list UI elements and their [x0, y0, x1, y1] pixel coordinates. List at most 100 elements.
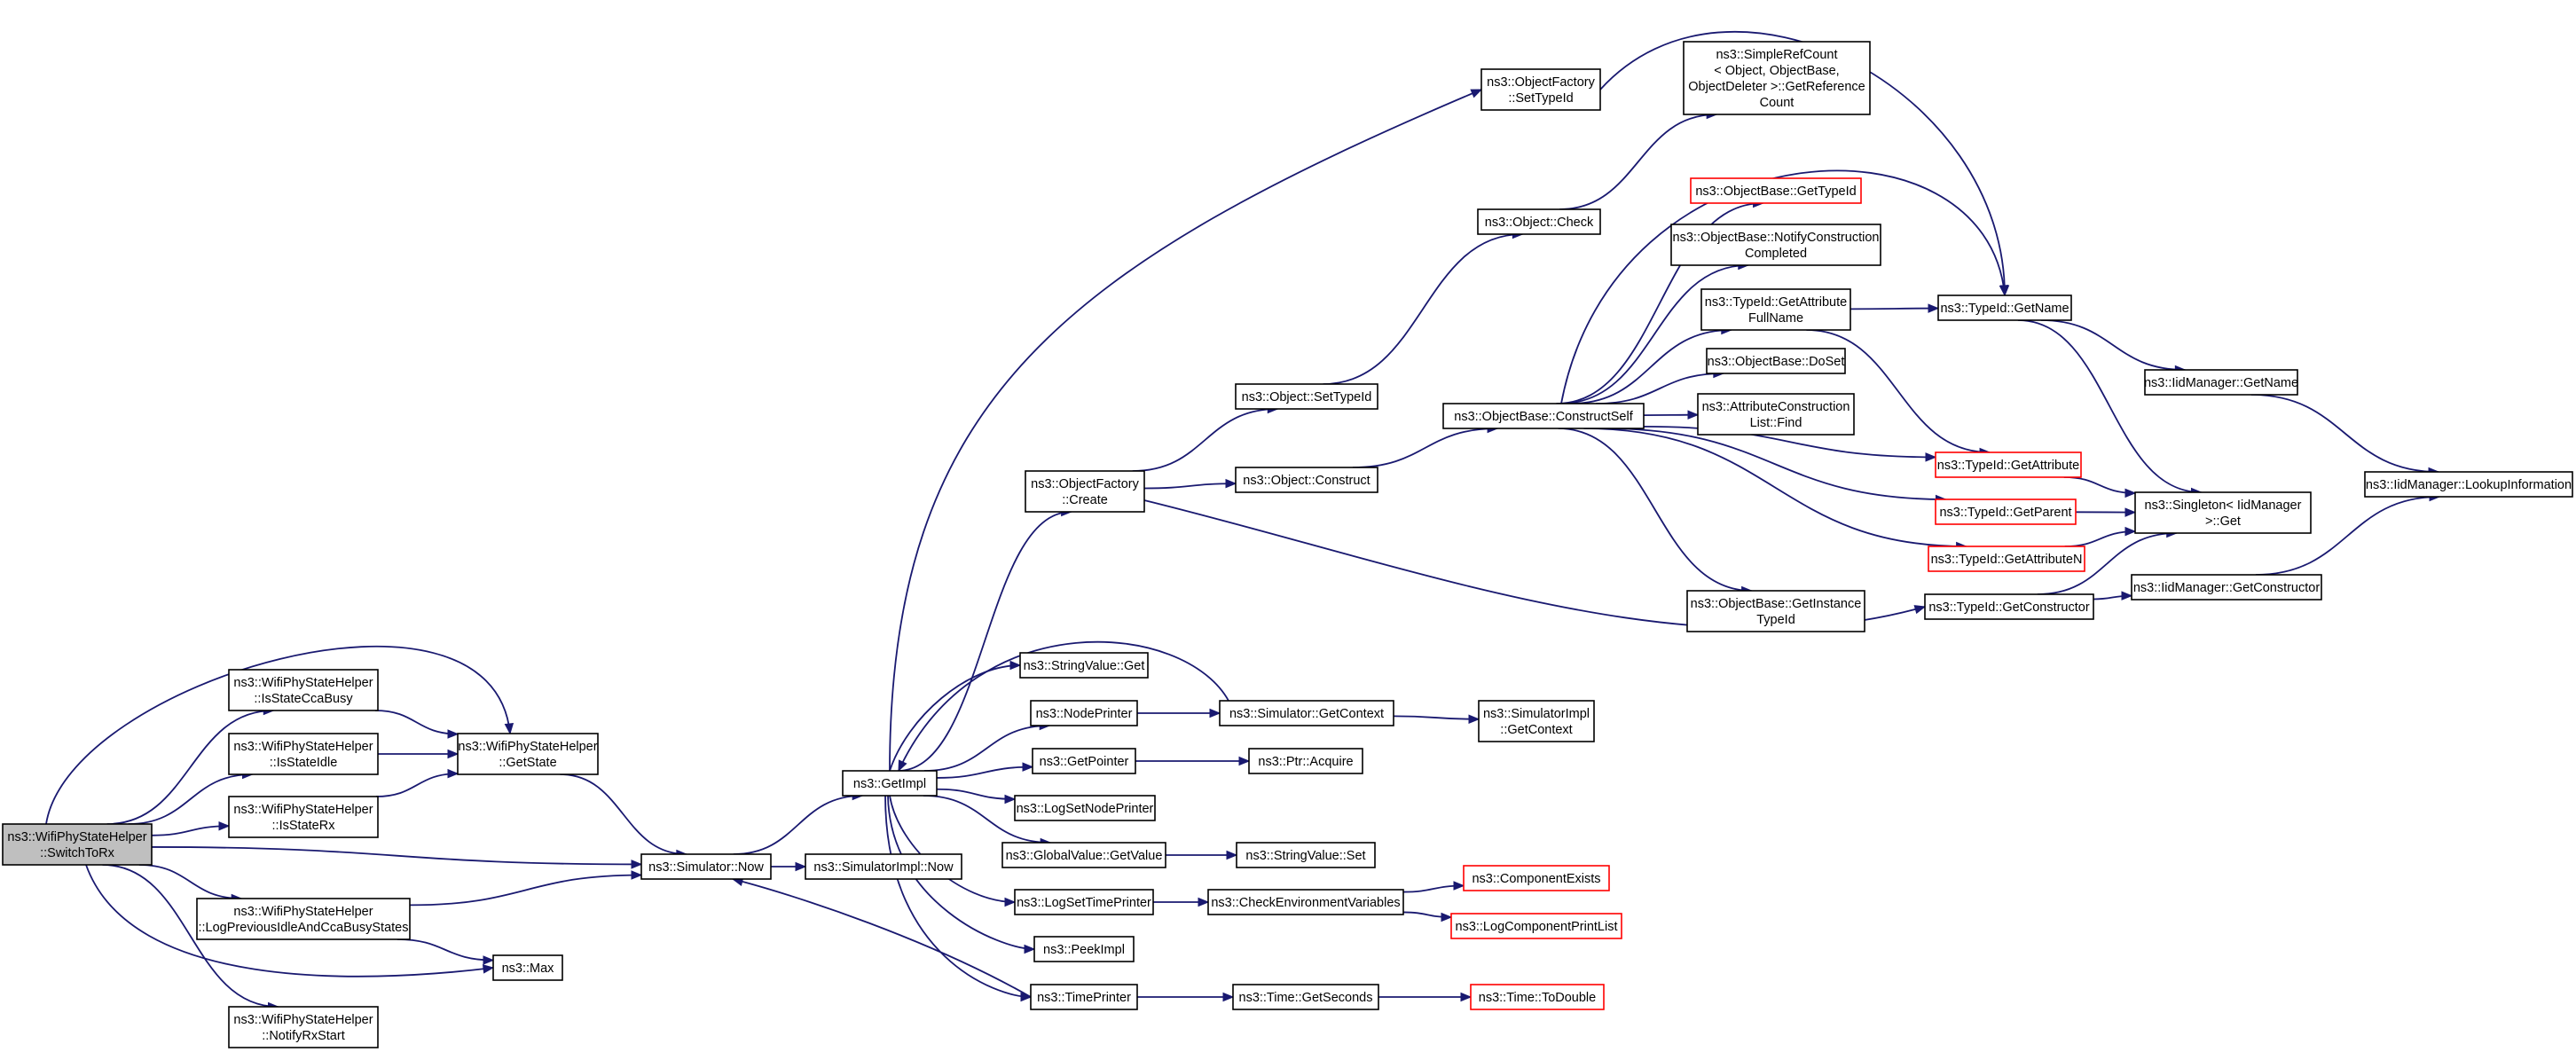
node-box[interactable] — [1700, 288, 1851, 331]
node-box[interactable] — [1463, 865, 1610, 891]
node-tgetname[interactable]: ns3::TypeId::GetName — [1937, 294, 2072, 321]
node-obdoset[interactable]: ns3::ObjectBase::DoSet — [1706, 348, 1846, 374]
node-ccabusy[interactable]: ns3::WifiPhyStateHelper::IsStateCcaBusy — [228, 669, 379, 711]
node-nodeprinter[interactable]: ns3::NodePrinter — [1030, 700, 1138, 726]
node-box[interactable] — [842, 770, 938, 797]
node-box[interactable] — [1706, 348, 1846, 374]
node-box[interactable] — [1219, 700, 1394, 726]
node-ptracquire[interactable]: ns3::Ptr::Acquire — [1248, 748, 1363, 774]
node-box[interactable] — [1032, 748, 1136, 774]
node-obgettypeid[interactable]: ns3::ObjectBase::GetTypeId — [1690, 177, 1862, 204]
node-box[interactable] — [2, 823, 153, 866]
node-box[interactable] — [1033, 936, 1135, 962]
node-box[interactable] — [1935, 451, 2082, 478]
node-box[interactable] — [228, 733, 379, 775]
node-box[interactable] — [2131, 574, 2322, 601]
node-box[interactable] — [1235, 383, 1378, 410]
node-logsettime[interactable]: ns3::LogSetTimePrinter — [1014, 889, 1154, 915]
node-tgetconstructor[interactable]: ns3::TypeId::GetConstructor — [1924, 593, 2094, 620]
node-box[interactable] — [1442, 403, 1645, 429]
node-timeprinter[interactable]: ns3::TimePrinter — [1030, 984, 1138, 1010]
node-box[interactable] — [1236, 842, 1376, 868]
node-tgetattr[interactable]: ns3::TypeId::GetAttribute — [1935, 451, 2082, 478]
node-todouble[interactable]: ns3::Time::ToDouble — [1470, 984, 1605, 1010]
node-box[interactable] — [1683, 41, 1871, 115]
node-box[interactable] — [1001, 842, 1166, 868]
node-box[interactable] — [1019, 652, 1149, 679]
node-box[interactable] — [228, 1006, 379, 1048]
node-logcomplist[interactable]: ns3::LogComponentPrintList — [1450, 913, 1622, 939]
node-box[interactable] — [1235, 467, 1378, 493]
node-box[interactable] — [640, 853, 772, 880]
node-gvgetvalue[interactable]: ns3::GlobalValue::GetValue — [1001, 842, 1166, 868]
node-box[interactable] — [1450, 913, 1622, 939]
node-box[interactable] — [1924, 593, 2094, 620]
node-simplerefcount[interactable]: ns3::SimpleRefCount< Object, ObjectBase,… — [1683, 41, 1871, 115]
node-box[interactable] — [1014, 795, 1156, 821]
node-constructself[interactable]: ns3::ObjectBase::ConstructSelf — [1442, 403, 1645, 429]
node-box[interactable] — [196, 898, 411, 940]
node-box[interactable] — [1478, 700, 1595, 742]
node-box[interactable] — [2134, 491, 2312, 534]
node-box[interactable] — [492, 954, 563, 981]
node-box[interactable] — [2144, 369, 2298, 396]
node-box[interactable] — [1248, 748, 1363, 774]
node-now[interactable]: ns3::Simulator::Now — [640, 853, 772, 880]
node-isrx[interactable]: ns3::WifiPhyStateHelper::IsStateRx — [228, 796, 379, 838]
node-box[interactable] — [1480, 68, 1601, 111]
node-box[interactable] — [1030, 984, 1138, 1010]
node-box[interactable] — [228, 796, 379, 838]
node-box[interactable] — [1928, 546, 2085, 572]
node-iidgetname[interactable]: ns3::IidManager::GetName — [2144, 369, 2298, 396]
node-box[interactable] — [1935, 499, 2077, 525]
node-box[interactable] — [1690, 177, 1862, 204]
node-tgetparent[interactable]: ns3::TypeId::GetParent — [1935, 499, 2077, 525]
node-max[interactable]: ns3::Max — [492, 954, 563, 981]
node-box[interactable] — [805, 853, 962, 880]
node-logprev[interactable]: ns3::WifiPhyStateHelper::LogPreviousIdle… — [196, 898, 411, 940]
node-isidle[interactable]: ns3::WifiPhyStateHelper::IsStateIdle — [228, 733, 379, 775]
node-box[interactable] — [2364, 471, 2573, 498]
node-box[interactable] — [457, 733, 599, 775]
node-box[interactable] — [1686, 590, 1865, 632]
node-tgetattrn[interactable]: ns3::TypeId::GetAttributeN — [1928, 546, 2085, 572]
node-getseconds[interactable]: ns3::Time::GetSeconds — [1232, 984, 1379, 1010]
node-getstate[interactable]: ns3::WifiPhyStateHelper::GetState — [457, 733, 599, 775]
node-objcheck[interactable]: ns3::Object::Check — [1477, 208, 1601, 235]
node-box[interactable] — [228, 669, 379, 711]
node-notifyrx[interactable]: ns3::WifiPhyStateHelper::NotifyRxStart — [228, 1006, 379, 1048]
node-box[interactable] — [1014, 889, 1154, 915]
node-getpointer[interactable]: ns3::GetPointer — [1032, 748, 1136, 774]
node-objconstruct[interactable]: ns3::Object::Construct — [1235, 467, 1378, 493]
node-singletonget[interactable]: ns3::Singleton< IidManager>::Get — [2134, 491, 2312, 534]
node-peekimpl[interactable]: ns3::PeekImpl — [1033, 936, 1135, 962]
node-box[interactable] — [1697, 393, 1855, 436]
node-strset[interactable]: ns3::StringValue::Set — [1236, 842, 1376, 868]
node-obnotify[interactable]: ns3::ObjectBase::NotifyConstructionCompl… — [1670, 224, 1881, 266]
node-objsettypeid[interactable]: ns3::Object::SetTypeId — [1235, 383, 1378, 410]
node-box[interactable] — [1030, 700, 1138, 726]
node-lookupinfo[interactable]: ns3::IidManager::LookupInformation — [2364, 471, 2573, 498]
node-box[interactable] — [1477, 208, 1601, 235]
node-box[interactable] — [1207, 889, 1404, 915]
node-implgetcontext[interactable]: ns3::SimulatorImpl::GetContext — [1478, 700, 1595, 742]
node-box[interactable] — [1470, 984, 1605, 1010]
node-checkenv[interactable]: ns3::CheckEnvironmentVariables — [1207, 889, 1404, 915]
node-compexists[interactable]: ns3::ComponentExists — [1463, 865, 1610, 891]
node-box[interactable] — [1232, 984, 1379, 1010]
node-simgetcontext[interactable]: ns3::Simulator::GetContext — [1219, 700, 1394, 726]
node-implnow[interactable]: ns3::SimulatorImpl::Now — [805, 853, 962, 880]
node-strget[interactable]: ns3::StringValue::Get — [1019, 652, 1149, 679]
node-box[interactable] — [1025, 470, 1145, 513]
node-box[interactable] — [1670, 224, 1881, 266]
node-getimpl[interactable]: ns3::GetImpl — [842, 770, 938, 797]
node-iidgetconstructor[interactable]: ns3::IidManager::GetConstructor — [2131, 574, 2322, 601]
node-switch[interactable]: ns3::WifiPhyStateHelper::SwitchToRx — [2, 823, 153, 866]
node-ofsettypeid[interactable]: ns3::ObjectFactory::SetTypeId — [1480, 68, 1601, 111]
node-logsetnode[interactable]: ns3::LogSetNodePrinter — [1014, 795, 1156, 821]
node-ofcreate[interactable]: ns3::ObjectFactory::Create — [1025, 470, 1145, 513]
node-box[interactable] — [1937, 294, 2072, 321]
